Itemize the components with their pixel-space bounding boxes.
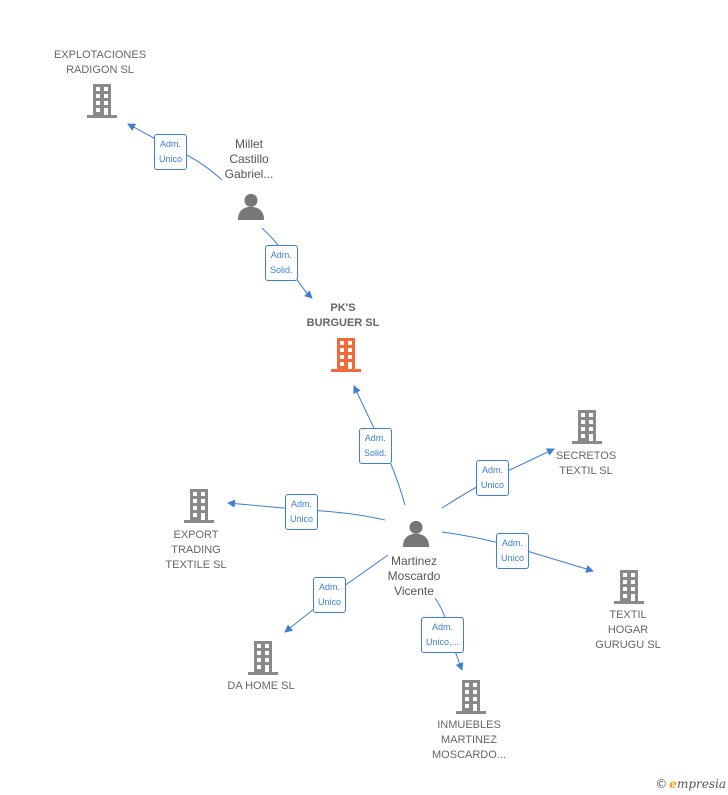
edge-label-martinez-dahome[interactable]: Adm. Unico xyxy=(313,577,347,613)
edge-label-line: Unico xyxy=(318,597,342,607)
edge-label-martinez-pks[interactable]: Adm. Solid. xyxy=(359,428,392,464)
node-label-line: SECRETOS xyxy=(555,450,617,462)
node-label-line: TRADING xyxy=(171,544,221,556)
edge-label-line: Unico,... xyxy=(426,637,460,647)
edge-label-line: Adm. xyxy=(319,582,341,592)
edge-label-line: Unico xyxy=(159,154,183,164)
edge-label-millet-pks[interactable]: Adm. Solid. xyxy=(265,245,298,281)
edge-label-martinez-secretos[interactable]: Adm. Unico xyxy=(476,460,510,496)
node-label-line: EXPORT xyxy=(173,529,219,541)
node-label-textil[interactable]: TEXTIL HOGAR GURUGU SL xyxy=(595,608,660,653)
brand-logo-letter: e xyxy=(669,777,677,791)
node-label-line: GURUGU SL xyxy=(595,639,661,651)
edge-label-line: Adm. xyxy=(502,538,524,548)
node-label-line: Gabriel... xyxy=(224,167,274,181)
edge-label-millet-explotaciones[interactable]: Adm. Unico xyxy=(154,134,188,170)
node-label-line: PK'S xyxy=(330,302,356,314)
person-icon[interactable] xyxy=(237,193,265,220)
edge-label-line: Adm. xyxy=(482,465,504,475)
node-label-line: Castillo xyxy=(229,152,269,166)
building-icon[interactable] xyxy=(572,410,602,444)
edge-label-martinez-inmuebles[interactable]: Adm. Unico,... xyxy=(421,617,465,653)
building-icon[interactable] xyxy=(331,338,361,372)
empresia-watermark[interactable]: ©empresia xyxy=(655,777,726,791)
edge-label-line: Solid. xyxy=(270,265,293,275)
node-label-millet[interactable]: Millet Castillo Gabriel... xyxy=(225,137,274,182)
node-label-pks[interactable]: PK'S BURGUER SL xyxy=(307,301,380,331)
node-label-secretos[interactable]: SECRETOS TEXTIL SL xyxy=(556,449,616,479)
edge-label-line: Unico xyxy=(290,514,314,524)
building-icon[interactable] xyxy=(248,641,278,675)
node-label-line: EXPLOTACIONES xyxy=(53,49,147,61)
node-label-line: Martinez xyxy=(390,554,437,568)
person-icon[interactable] xyxy=(402,520,430,547)
node-label-export[interactable]: EXPORT TRADING TEXTILE SL xyxy=(165,528,226,573)
node-label-line: HOGAR xyxy=(607,624,649,636)
edge-label-line: Adm. xyxy=(432,622,454,632)
node-label-line: MARTINEZ xyxy=(440,734,498,746)
edge-label-line: Unico xyxy=(481,480,505,490)
node-label-line: Vicente xyxy=(394,584,434,598)
node-label-line: INMUEBLES xyxy=(437,719,501,731)
node-label-explotaciones[interactable]: EXPLOTACIONES RADIGON SL xyxy=(54,48,146,78)
edge-label-line: Solid. xyxy=(364,448,387,458)
edge-label-line: Adm. xyxy=(291,499,313,509)
node-label-line: MOSCARDO... xyxy=(432,749,506,761)
node-label-line: TEXTIL xyxy=(609,609,647,621)
edge-label-line: Adm. xyxy=(364,433,386,443)
building-icon[interactable] xyxy=(614,570,644,604)
node-label-line: Millet xyxy=(234,137,263,151)
edge-label-martinez-export[interactable]: Adm. Unico xyxy=(285,494,319,530)
edge-label-line: Unico xyxy=(501,553,525,563)
building-icon[interactable] xyxy=(87,84,117,118)
brand-name: mpresia xyxy=(676,777,726,791)
node-label-line: DA HOME SL xyxy=(227,680,295,692)
building-icon[interactable] xyxy=(456,680,486,714)
node-label-dahome[interactable]: DA HOME SL xyxy=(227,679,294,694)
node-label-line: BURGUER SL xyxy=(306,317,380,329)
node-label-martinez[interactable]: Martinez Moscardo Vicente xyxy=(388,554,441,599)
edge-label-martinez-textil[interactable]: Adm. Unico xyxy=(496,533,530,569)
node-label-line: TEXTILE SL xyxy=(165,559,227,571)
edge-label-line: Adm. xyxy=(160,139,182,149)
edge-label-line: Adm. xyxy=(270,250,292,260)
node-label-line: RADIGON SL xyxy=(66,64,134,76)
node-label-line: TEXTIL SL xyxy=(559,465,613,477)
copyright-icon: © xyxy=(655,777,668,791)
building-icon[interactable] xyxy=(184,489,214,523)
node-label-line: Moscardo xyxy=(387,569,441,583)
node-label-inmuebles[interactable]: INMUEBLES MARTINEZ MOSCARDO... xyxy=(432,718,506,763)
